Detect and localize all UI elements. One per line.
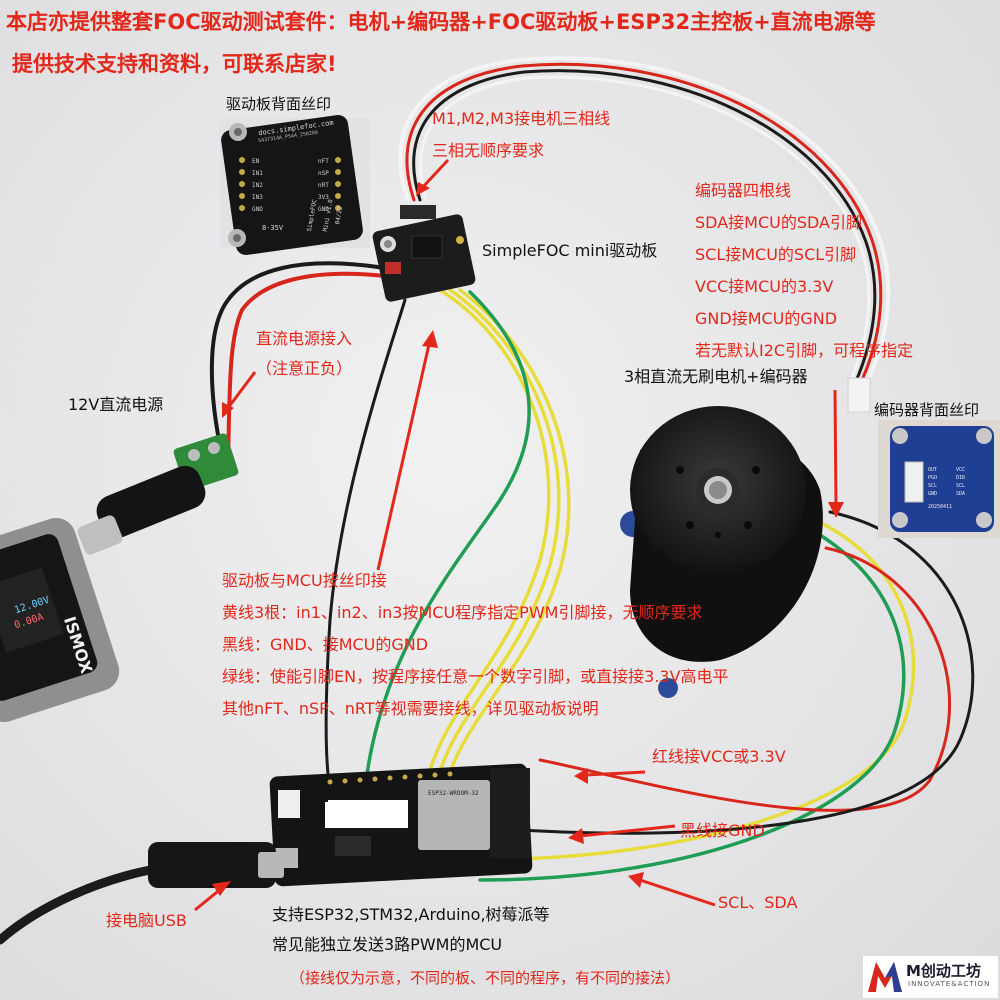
power-meter: [0, 517, 120, 723]
silk-pin: OUT: [928, 467, 938, 473]
annotation-arrows: [194, 158, 844, 912]
silk-pin: IN1: [252, 170, 263, 177]
silk-pin: SCL: [928, 483, 938, 489]
silk-pin: PGO: [928, 475, 938, 481]
note-wire-green: 绿线：使能引脚EN，按程序接任意一个数字引脚，或直接接3.3V高电平: [222, 667, 729, 686]
driver-silk-voltage: 8-35V: [262, 224, 284, 232]
dc-jack-adapter: [77, 433, 239, 555]
encoder-esp-wires: [468, 510, 975, 882]
silk-pin: nFT: [318, 158, 329, 165]
silk-pin: EN: [252, 158, 260, 165]
note-encoder-gnd: GND接MCU的GND: [695, 309, 838, 328]
motor-label: 3相直流无刷电机+编码器: [624, 367, 808, 386]
silk-pin: VCC: [956, 467, 966, 473]
esp32-module-label: ESP32-WROOM-32: [428, 790, 479, 797]
note-encoder-title: 编码器四根线: [695, 181, 792, 200]
signal-wires: [324, 288, 571, 792]
encoder-silk-right: VCC DIR SCL SDA: [956, 466, 965, 498]
note-wire-black: 黑线：GND、接MCU的GND: [222, 635, 429, 654]
note-wire-yellow: 黄线3根：in1、in2、in3按MCU程序指定PWM引脚接，无顺序要求: [222, 603, 703, 622]
note-scl-sda: SCL、SDA: [718, 893, 798, 912]
silk-pin: 3V3: [318, 194, 329, 201]
driver-back-title: 驱动板背面丝印: [226, 95, 332, 113]
note-black-wire: 黑线接GND: [680, 821, 765, 840]
note-encoder-scl: SCL接MCU的SCL引脚: [695, 245, 857, 264]
bldc-motor: [620, 377, 871, 698]
brand-logo-box: [862, 955, 999, 999]
note-encoder-vcc: VCC接MCU的3.3V: [695, 277, 834, 296]
header-line-1: 本店亦提供整套FOC驱动测试套件：电机+编码器+FOC驱动板+ESP32主控板+…: [6, 10, 876, 34]
note-dc-in-2: （注意正负）: [256, 359, 353, 378]
driver-back-inset: [220, 115, 370, 255]
silk-pin: GND: [252, 206, 263, 213]
censor-bar: [325, 802, 407, 828]
driver-board-label: SimpleFOC mini驱动板: [482, 241, 658, 260]
note-red-wire: 红线接VCC或3.3V: [652, 747, 786, 766]
usb-cable: [0, 865, 155, 945]
brand-logo-name: M创动工坊: [906, 962, 981, 980]
brand-logo-icon: [868, 962, 902, 992]
usb-plug: [148, 842, 284, 888]
note-encoder-sda: SDA接MCU的SDA引脚: [695, 213, 862, 232]
support-line-2: 常见能独立发送3路PWM的MCU: [272, 935, 503, 954]
silk-pin: DIR: [956, 475, 966, 481]
encoder-silk-date: 20250411: [928, 504, 953, 510]
note-wire-other: 其他nFT、nSP、nRT等视需要接线，详见驱动板说明: [222, 699, 599, 718]
encoder-silk-left: OUT PGO SCL GND: [928, 466, 937, 498]
encoder-back-inset: [878, 420, 1000, 538]
silk-pin: nRT: [318, 182, 329, 189]
psu-label: 12V直流电源: [68, 395, 164, 414]
silk-pin: GND: [928, 491, 938, 497]
note-motor-phase-1: M1,M2,M3接电机三相线: [432, 109, 611, 128]
disclaimer: （接线仅为示意，不同的板、不同的程序，有不同的接法）: [290, 969, 681, 987]
simplefoc-mini-board: [372, 205, 476, 302]
note-motor-phase-2: 三相无顺序要求: [432, 141, 545, 160]
silk-pin: IN2: [252, 182, 263, 189]
driver-silk-pins-left: EN IN1 IN2 IN3 GND: [252, 156, 263, 216]
encoder-cable: [398, 56, 891, 397]
note-encoder-i2c: 若无默认I2C引脚，可程序指定: [695, 341, 914, 360]
header-line-2: 提供技术支持和资料，可联系店家!: [12, 52, 337, 76]
silk-pin: SDA: [956, 491, 966, 497]
support-line-1: 支持ESP32,STM32,Arduino,树莓派等: [272, 905, 550, 924]
note-dc-in-1: 直流电源接入: [256, 329, 353, 348]
silk-pin: SCL: [956, 483, 966, 489]
note-wire-title: 驱动板与MCU按丝印接: [222, 571, 387, 590]
silk-pin: nSP: [318, 170, 329, 177]
encoder-back-title: 编码器背面丝印: [874, 401, 980, 419]
silk-pin: IN3: [252, 194, 263, 201]
brand-logo-sub: INNOVATE&ACTION: [908, 980, 991, 988]
note-usb: 接电脑USB: [106, 911, 187, 930]
silk-pin: GND: [318, 206, 329, 213]
driver-silk-pins-right: nFT nSP nRT 3V3 GND: [318, 156, 329, 216]
